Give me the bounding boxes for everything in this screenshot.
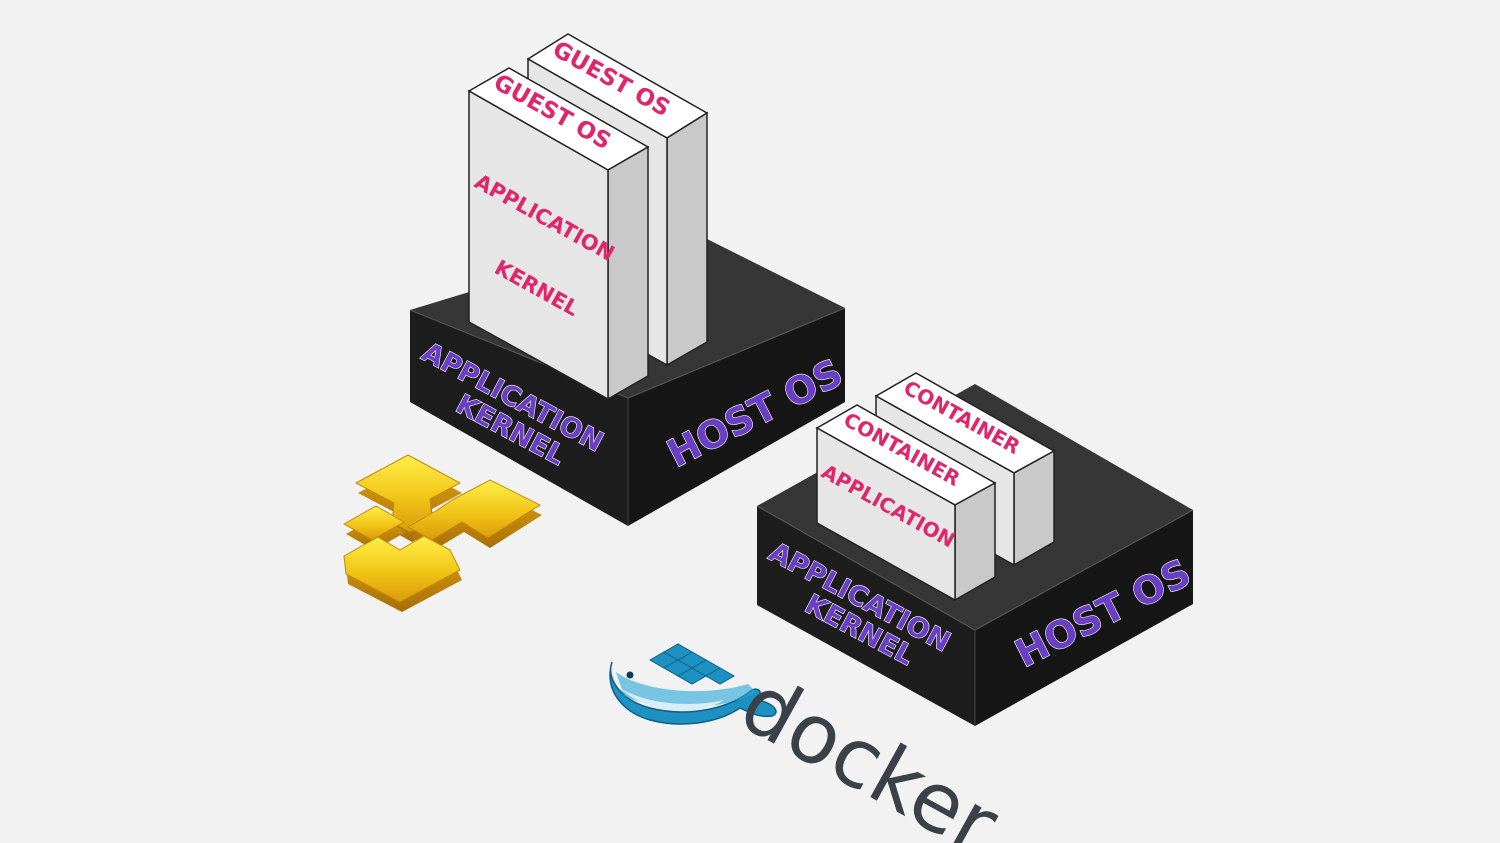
docker-whale-eye	[626, 671, 634, 679]
ct-base-right-face	[975, 510, 1193, 726]
vmware-arrows-icon	[342, 454, 542, 612]
vm-base-left-face	[410, 310, 628, 526]
docker-whale-icon	[609, 643, 777, 725]
vm-guest-os-box-front: GUEST OS APPLICATION KERNEL	[467, 67, 650, 401]
vm-base-right-face	[628, 308, 845, 526]
ct-base-left-face	[757, 506, 975, 726]
container-box-front: CONTAINER APPLICATION	[815, 404, 997, 602]
